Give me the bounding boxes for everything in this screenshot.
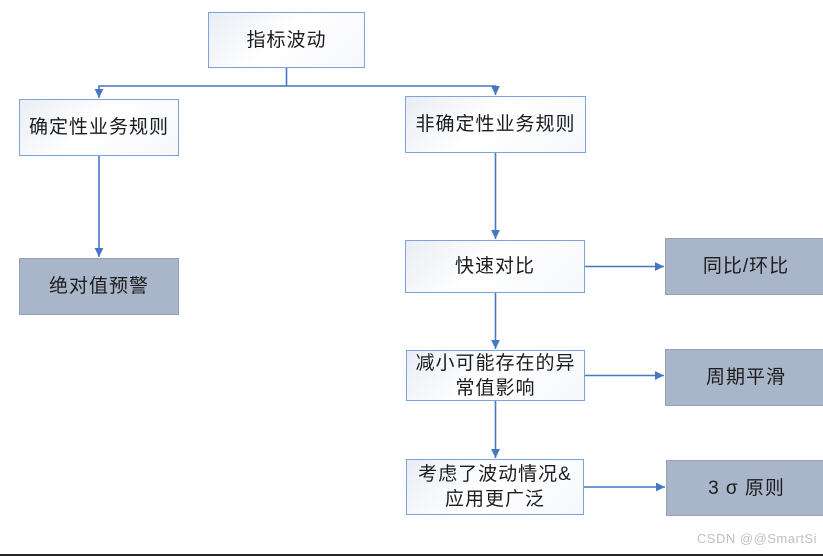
node-period-smoothing: 周期平滑 — [665, 349, 823, 406]
node-absolute-value-alert: 绝对值预警 — [19, 258, 179, 315]
watermark: CSDN @@SmartSi — [696, 531, 817, 546]
node-nondeterministic-rules: 非确定性业务规则 — [405, 96, 586, 153]
node-quick-compare: 快速对比 — [405, 240, 585, 293]
node-deterministic-rules: 确定性业务规则 — [19, 99, 179, 156]
node-indicator-fluctuation: 指标波动 — [208, 12, 365, 68]
node-three-sigma-rule: 3 σ 原则 — [666, 460, 823, 516]
edge-root-deterministic — [94, 85, 287, 98]
node-reduce-outlier-impact: 减小可能存在的异 常值影响 — [406, 350, 585, 401]
node-yoy-mom: 同比/环比 — [665, 238, 823, 295]
bottom-border-line — [0, 554, 823, 556]
node-consider-fluctuation: 考虑了波动情况& 应用更广泛 — [406, 459, 584, 515]
edge-root-nondeterministic — [286, 85, 500, 95]
